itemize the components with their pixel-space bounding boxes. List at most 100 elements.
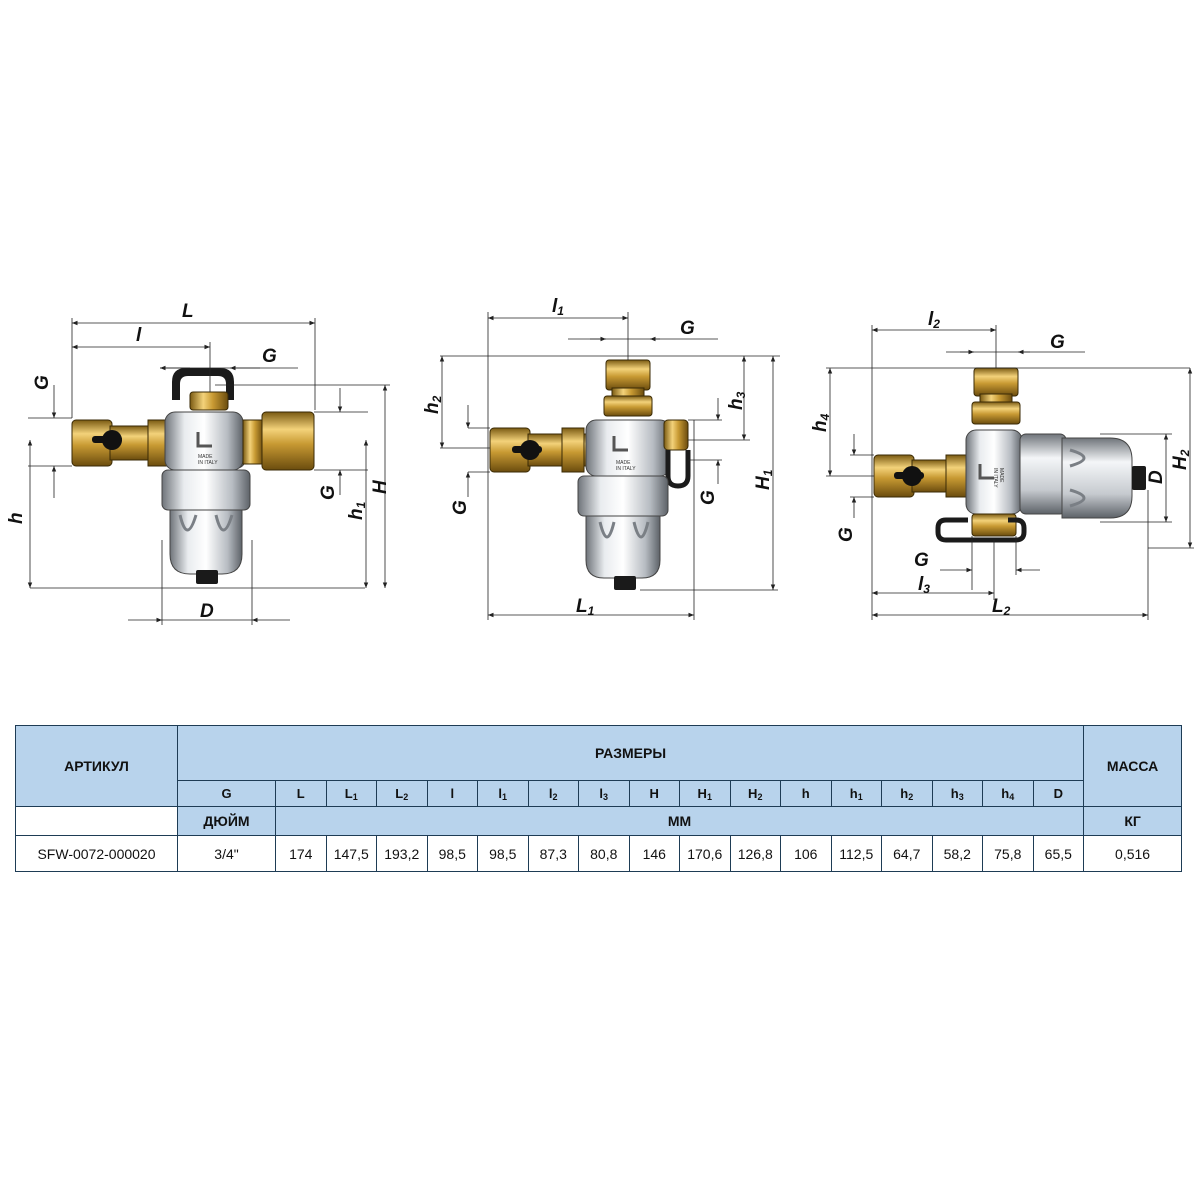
- column-header: h3: [931, 780, 983, 807]
- dim-label-H1: H1: [753, 469, 775, 490]
- drawing-2: MADE IN ITALY: [422, 296, 780, 620]
- column-header: h1: [830, 780, 882, 807]
- dim-label-h3: h3: [726, 391, 748, 410]
- column-header-sub: 2: [552, 791, 558, 802]
- dim-label-D: D: [1146, 470, 1167, 484]
- unit-cell-empty: [15, 806, 178, 836]
- dim-label-G: G: [680, 318, 695, 339]
- column-header: H1: [679, 780, 731, 807]
- dim-label-G: G: [262, 346, 277, 367]
- mass-header: МАССА: [1083, 725, 1183, 807]
- value-cell: 193,2: [376, 835, 428, 872]
- sizes-header: РАЗМЕРЫ: [176, 725, 1085, 781]
- dim-label-h1: h1: [346, 501, 368, 520]
- drawing-3: MADE IN ITALY: [810, 309, 1194, 620]
- column-header-main: L: [344, 785, 353, 801]
- mass-cell: 0,516: [1083, 835, 1183, 872]
- column-header-main: h: [1001, 785, 1010, 801]
- dim-label-G: G: [318, 485, 339, 500]
- artikul-header: АРТИКУЛ: [15, 725, 178, 807]
- dim-label-l1: l1: [552, 296, 564, 318]
- column-header-main: L: [395, 785, 404, 801]
- value-cell: 112,5: [830, 835, 882, 872]
- column-header-main: h: [950, 785, 959, 801]
- unit-kg: КГ: [1083, 806, 1183, 836]
- column-header-sub: 2: [403, 791, 409, 802]
- column-header: H2: [729, 780, 781, 807]
- column-header-main: h: [849, 785, 858, 801]
- dim-label-G: G: [1050, 332, 1065, 353]
- filter-device-1: MADE IN ITALY: [71, 368, 315, 584]
- unit-mm: ММ: [274, 806, 1085, 836]
- value-cell: 174: [275, 835, 327, 872]
- value-cell: 80,8: [578, 835, 630, 872]
- column-header: l: [426, 780, 478, 807]
- value-cell: 58,2: [931, 835, 983, 872]
- value-cell: 126,8: [729, 835, 781, 872]
- made-in-italy-text: IN ITALY: [198, 460, 218, 466]
- dim-label-G: G: [698, 490, 719, 505]
- value-cell: 75,8: [982, 835, 1034, 872]
- column-header: D: [1032, 780, 1085, 807]
- value-cell: 98,5: [477, 835, 529, 872]
- value-cell: 3/4": [177, 835, 276, 872]
- column-header: h2: [881, 780, 933, 807]
- made-in-italy-text: IN ITALY: [992, 468, 998, 488]
- dim-label-H: H: [370, 479, 391, 494]
- value-cell: 170,6: [679, 835, 731, 872]
- column-header-main: l: [548, 785, 553, 801]
- column-header-main: G: [221, 786, 232, 801]
- column-header-main: l: [450, 786, 455, 801]
- column-header: h: [780, 780, 832, 807]
- unit-inch: ДЮЙМ: [177, 806, 276, 836]
- column-header: l1: [477, 780, 529, 807]
- value-cell: 87,3: [527, 835, 579, 872]
- dim-label-L1: L1: [576, 596, 595, 618]
- dim-label-D: D: [200, 601, 214, 622]
- column-header-sub: 1: [857, 791, 863, 802]
- dim-label-h: h: [6, 512, 27, 524]
- dim-label-G: G: [836, 527, 857, 542]
- column-header: l3: [578, 780, 630, 807]
- column-header: G: [177, 780, 276, 807]
- value-cell: 64,7: [881, 835, 933, 872]
- made-in-italy-text: MADE: [616, 460, 631, 466]
- column-header: H: [628, 780, 680, 807]
- dim-label-L: L: [182, 301, 194, 322]
- column-header-main: H: [649, 786, 659, 801]
- drawing-1: MADE IN ITALY: [6, 301, 391, 625]
- dim-label-l3: l3: [918, 574, 930, 596]
- value-cell: 106: [780, 835, 832, 872]
- column-header-sub: 3: [603, 791, 609, 802]
- made-in-italy-text: IN ITALY: [616, 466, 636, 472]
- dim-label-h4: h4: [810, 413, 832, 432]
- dim-label-G: G: [914, 550, 929, 571]
- value-cell: 98,5: [426, 835, 478, 872]
- column-header-sub: 3: [958, 791, 964, 802]
- column-header: l2: [527, 780, 579, 807]
- filter-device-2: MADE IN ITALY: [489, 359, 691, 590]
- column-header-main: L: [296, 786, 305, 801]
- column-header-main: H: [748, 785, 758, 801]
- dim-label-L2: L2: [992, 596, 1011, 618]
- filter-device-3: MADE IN ITALY: [873, 367, 1146, 543]
- column-header-sub: 2: [908, 791, 914, 802]
- column-header-main: h: [900, 785, 909, 801]
- column-header: L2: [376, 780, 428, 807]
- column-header: L1: [325, 780, 377, 807]
- made-in-italy-text: MADE: [198, 454, 213, 460]
- column-header-sub: 4: [1009, 791, 1015, 802]
- column-header-sub: 1: [502, 791, 508, 802]
- column-header-main: l: [498, 785, 503, 801]
- dim-label-G: G: [32, 375, 53, 390]
- value-cell: 146: [628, 835, 680, 872]
- column-header-main: H: [697, 785, 707, 801]
- column-header-main: D: [1053, 786, 1063, 801]
- dim-label-G: G: [450, 500, 471, 515]
- column-header-main: h: [801, 786, 810, 801]
- artikul-cell: SFW-0072-000020: [15, 835, 178, 872]
- column-header-sub: 1: [706, 791, 712, 802]
